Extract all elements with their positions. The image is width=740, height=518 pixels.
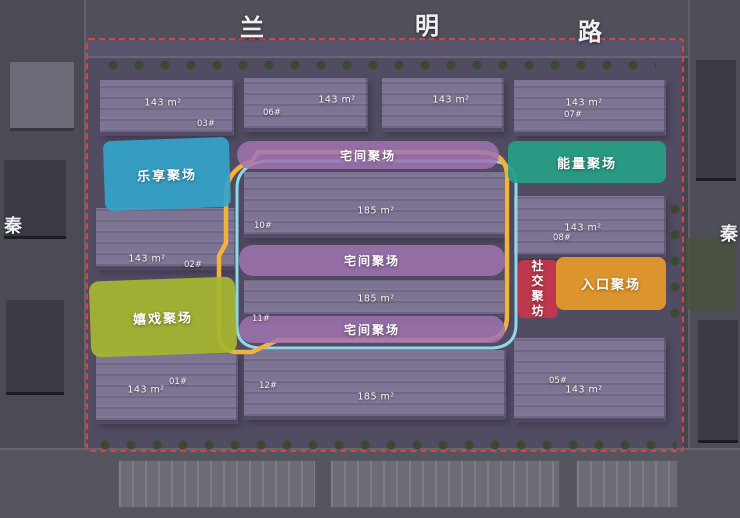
zone-label: 入口聚场	[580, 278, 641, 293]
building-number: 03#	[197, 119, 215, 129]
building-block	[514, 80, 666, 136]
zone-label: 宅间聚场	[343, 323, 400, 337]
building-block	[6, 300, 64, 395]
building-block	[96, 208, 236, 270]
area-label: 143 m²	[127, 384, 165, 396]
parking-lot	[330, 460, 560, 508]
site-boundary	[86, 38, 684, 452]
zone-label: 宅间聚场	[339, 148, 396, 163]
building-block	[696, 60, 736, 181]
area-label: 143 m²	[565, 384, 603, 396]
building-block	[244, 350, 506, 420]
parking-lot	[118, 460, 316, 508]
area-label: 143 m²	[565, 97, 603, 109]
building-block	[382, 78, 504, 132]
parking-lot	[576, 460, 678, 508]
tree-row	[100, 58, 656, 70]
zone-label: 社交聚坊	[531, 259, 545, 318]
building-number: 07#	[564, 110, 582, 120]
building-block	[514, 338, 666, 422]
building-number: 11#	[252, 314, 270, 324]
greenery	[686, 238, 736, 310]
area-label: 143 m²	[128, 253, 166, 265]
building-block	[100, 80, 234, 136]
zone-label: 嬉戏聚场	[132, 310, 194, 328]
road-label-top: 路	[578, 18, 602, 46]
road-label-right: 秦	[720, 224, 738, 245]
road-label-left: 秦	[4, 216, 22, 237]
road-label-top: 明	[415, 12, 439, 40]
area-label: 185 m²	[357, 391, 395, 403]
road-label-top: 兰	[240, 14, 264, 42]
zone-label: 宅间聚场	[343, 254, 400, 268]
zone-zhaijian-mid: 宅间聚场	[239, 245, 505, 276]
area-label: 143 m²	[432, 94, 470, 106]
building-block	[244, 78, 368, 132]
zone-nengliang: 能量聚场	[508, 141, 666, 183]
tree-row	[668, 196, 682, 324]
building-number: 05#	[549, 376, 567, 386]
zone-shejiao: 社交聚坊	[518, 259, 558, 318]
zone-rukou: 入口聚场	[556, 257, 666, 310]
building-block	[96, 352, 238, 424]
building-number: 12#	[259, 381, 277, 391]
building-number: 08#	[553, 233, 571, 243]
area-label: 143 m²	[318, 94, 356, 106]
zone-label: 能量聚场	[556, 156, 617, 172]
area-label: 143 m²	[144, 97, 182, 109]
building-block	[244, 172, 506, 238]
tree-row	[92, 438, 676, 452]
zone-leyu: 乐享聚场	[102, 136, 232, 212]
building-block	[698, 320, 738, 443]
building-block	[514, 196, 666, 258]
road-top	[0, 0, 740, 58]
building-number: 06#	[263, 108, 281, 118]
building-block	[10, 62, 74, 131]
zone-xixi: 嬉戏聚场	[88, 276, 238, 358]
building-block	[4, 160, 66, 239]
zone-zhaijian-top: 宅间聚场	[237, 141, 499, 169]
zone-zhaijian-bottom: 宅间聚场	[239, 316, 505, 343]
building-number: 01#	[169, 377, 187, 387]
area-label: 143 m²	[564, 222, 602, 234]
area-label: 185 m²	[357, 205, 395, 217]
building-number: 10#	[254, 221, 272, 231]
building-number: 02#	[184, 260, 202, 270]
zone-label: 乐享聚场	[136, 167, 198, 185]
area-label: 185 m²	[357, 293, 395, 305]
